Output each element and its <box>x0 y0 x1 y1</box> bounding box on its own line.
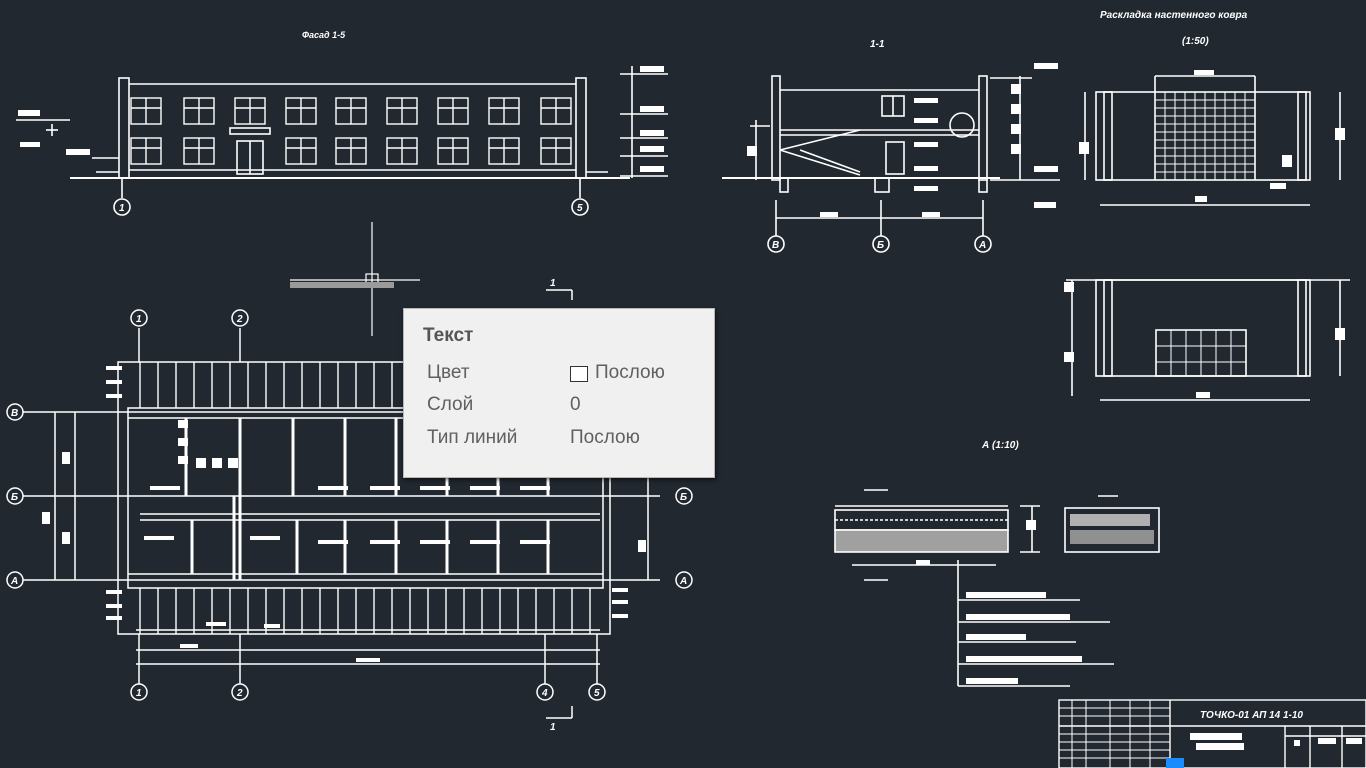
plan-axis-a-right: А <box>679 576 687 587</box>
properties-tooltip: Текст Цвет Послою Слой 0 Тип линий Посло… <box>403 308 715 478</box>
plan-axis-2-top: 2 <box>236 314 243 325</box>
section-axis-v: В <box>772 240 779 251</box>
section-axis-b: Б <box>877 240 884 251</box>
plan-axis-4-bottom: 4 <box>541 688 548 699</box>
detail-drawing: А (1:10) <box>834 440 1160 687</box>
facade-drawing: Фасад 1-5 <box>16 30 668 216</box>
facade-title: Фасад 1-5 <box>302 30 346 40</box>
tooltip-layer-label: Слой <box>427 394 474 415</box>
tooltip-layer-value: 0 <box>570 394 581 415</box>
plan-axis-1-top: 1 <box>136 314 142 325</box>
plan-axis-v-left: В <box>11 408 18 419</box>
facade-axis-5: 5 <box>577 203 583 214</box>
plan-axis-2-bottom: 2 <box>236 688 243 699</box>
layout-title: Раскладка настенного ковра <box>1100 10 1248 21</box>
tooltip-color-label: Цвет <box>427 362 470 383</box>
tooltip-row-color: Цвет Послою <box>427 362 707 390</box>
plan-axis-b-right: Б <box>680 492 687 503</box>
section-drawing: 1-1 <box>722 39 1060 253</box>
plan-axis-5-bottom: 5 <box>594 688 600 699</box>
tooltip-row-layer: Слой 0 <box>427 394 707 422</box>
detail-title: А (1:10) <box>981 440 1019 451</box>
tooltip-linetype-label: Тип линий <box>427 427 518 448</box>
plan-section-mark-top: 1 <box>550 278 556 289</box>
stamp-code: ТОЧКО-01 АП 14 1-10 <box>1200 710 1303 721</box>
plan-axis-a-left: А <box>10 576 18 587</box>
layout-tab-marker[interactable] <box>1166 758 1184 768</box>
plan-axis-b-left: Б <box>11 492 18 503</box>
plan-section-mark-bottom: 1 <box>550 722 556 733</box>
section-axis-a: А <box>978 240 986 251</box>
facade-axis-1: 1 <box>119 203 125 214</box>
layout-scale: (1:50) <box>1182 36 1209 47</box>
section-title: 1-1 <box>870 39 885 50</box>
wall-layout-drawing: Раскладка настенного ковра (1:50) <box>1064 10 1350 401</box>
tooltip-row-linetype: Тип линий Послою <box>427 427 707 455</box>
color-swatch-icon <box>570 366 588 382</box>
title-block <box>1058 699 1366 768</box>
tooltip-color-value: Послою <box>595 362 665 383</box>
plan-axis-1-bottom: 1 <box>136 688 142 699</box>
tooltip-linetype-value: Послою <box>570 427 640 448</box>
tooltip-title: Текст <box>423 325 474 346</box>
